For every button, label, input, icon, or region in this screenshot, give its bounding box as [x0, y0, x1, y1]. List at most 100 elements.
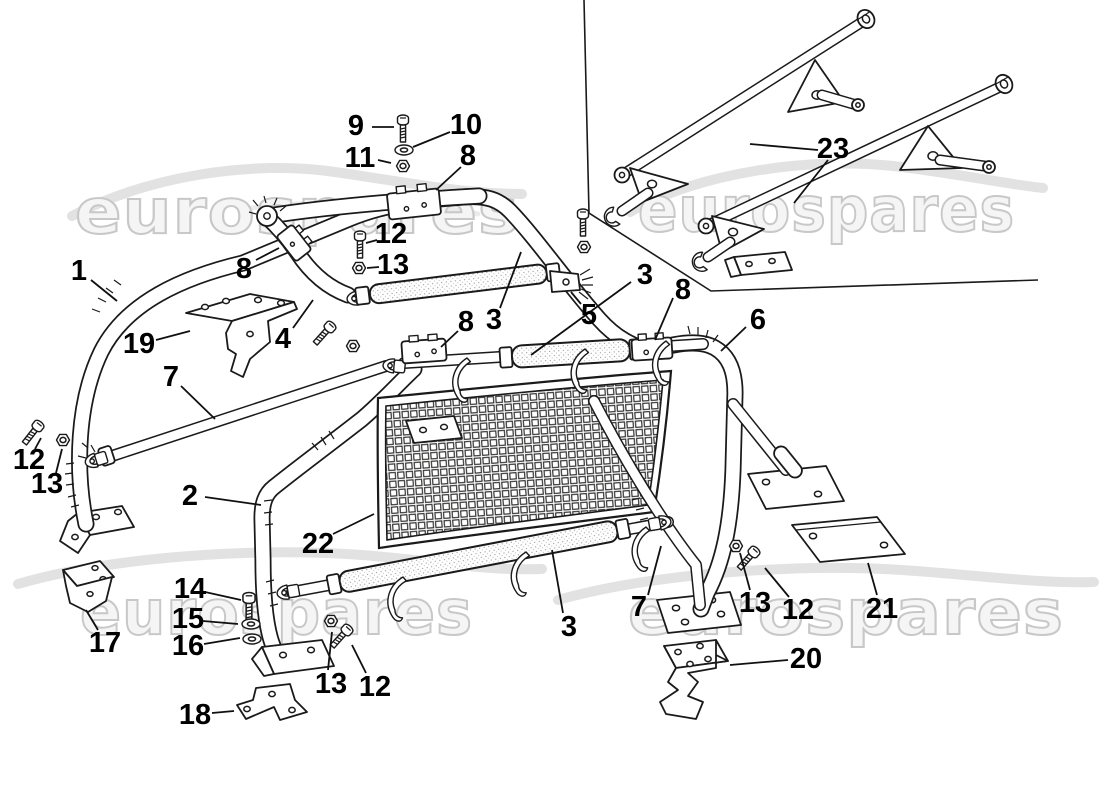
callout-12: 12	[13, 444, 45, 476]
callout-leader-lines	[34, 126, 878, 714]
watermark-bottom-right: eurospares	[553, 562, 1099, 650]
callout-5: 5	[581, 299, 597, 331]
leader-line-13	[366, 266, 380, 269]
callout-8: 8	[675, 274, 691, 306]
callout-12: 12	[359, 671, 391, 703]
tube2-foot-bracket	[251, 639, 335, 677]
callout-3: 3	[637, 259, 653, 291]
part-8-clamp-diagonal	[276, 224, 313, 262]
leader-line-7	[180, 385, 216, 420]
callout-13: 13	[315, 668, 347, 700]
leader-line-1	[90, 279, 118, 302]
part-8-clamp-center-left	[400, 333, 448, 365]
leader-line-12	[764, 567, 790, 598]
callout-3: 3	[561, 611, 577, 643]
callout-7: 7	[163, 361, 179, 393]
callout-17: 17	[89, 627, 121, 659]
callout-9: 9	[348, 110, 364, 142]
nut	[576, 240, 592, 254]
net-top-left-bracket	[405, 415, 463, 444]
net-top-right-bracket	[724, 251, 793, 278]
leader-line-7	[647, 545, 662, 596]
leader-line-13	[739, 552, 751, 591]
leader-line-8	[654, 297, 674, 341]
part-23-brace-assembly-right	[689, 70, 1017, 275]
leader-line-2	[204, 496, 262, 506]
callout-12: 12	[375, 218, 407, 250]
part-13-nut	[323, 614, 339, 628]
lower-padded-bar	[275, 513, 674, 602]
leader-line-23	[749, 143, 819, 151]
leader-line-17	[85, 609, 99, 631]
part-20-bracket	[659, 639, 729, 720]
callout-3: 3	[486, 304, 502, 336]
part-21-plate	[791, 516, 906, 563]
callout-13: 13	[377, 249, 409, 281]
part-16-washer	[242, 633, 262, 645]
callout-7: 7	[631, 591, 647, 623]
callout-14: 14	[174, 573, 206, 605]
callout-6: 6	[750, 304, 766, 336]
part-19-bracket	[185, 293, 298, 378]
leader-line-22	[332, 513, 375, 535]
center-padded-bar	[381, 332, 709, 375]
top-bar	[259, 187, 488, 225]
part-23-brace-assembly-left	[601, 5, 879, 230]
callout-10: 10	[450, 109, 482, 141]
leader-line-3	[499, 251, 522, 309]
leader-line-15	[202, 620, 239, 625]
part-8-clamp-top-bar	[386, 182, 442, 221]
leader-line-14	[204, 591, 242, 601]
callout-13: 13	[31, 468, 63, 500]
inset-divider-line	[583, 0, 1039, 292]
leader-line-6	[720, 326, 747, 352]
leader-line-10	[412, 131, 451, 148]
nut	[345, 339, 361, 353]
part-15-washer	[241, 618, 261, 630]
leader-line-13	[327, 631, 333, 671]
leader-line-12	[365, 239, 378, 244]
callout-15: 15	[172, 603, 204, 635]
leader-line-19	[155, 330, 191, 341]
part-13-nut	[728, 539, 744, 553]
leader-line-12	[34, 437, 42, 450]
leader-line-8	[435, 166, 462, 191]
leader-line-16	[203, 637, 241, 645]
callout-11: 11	[345, 142, 376, 174]
watermark-text: eurospares	[628, 576, 1064, 649]
rear-hoop-front-leg	[588, 395, 706, 611]
callout-12: 12	[782, 594, 814, 626]
callout-2: 2	[182, 480, 198, 512]
leader-line-3	[551, 549, 564, 614]
part-13-nut	[351, 261, 367, 275]
callout-1: 1	[71, 255, 87, 287]
callout-16: 16	[172, 630, 204, 662]
part-2-center-hoop-leg	[253, 360, 423, 655]
part-7-door-bar	[77, 360, 392, 471]
callout-8: 8	[236, 253, 252, 285]
part-18-bracket	[236, 683, 308, 721]
leader-line-8	[440, 330, 459, 348]
leader-line-18	[211, 710, 235, 714]
callout-21: 21	[866, 593, 898, 625]
callout-13: 13	[739, 587, 771, 619]
callout-19: 19	[123, 328, 155, 360]
watermark-top-right: eurospares	[625, 158, 1048, 247]
leader-line-3	[530, 281, 632, 356]
callout-18: 18	[179, 699, 211, 731]
weld-ticks	[64, 279, 122, 508]
leader-line-21	[867, 562, 878, 596]
part-10-washer	[394, 144, 414, 156]
leader-line-12	[351, 644, 367, 674]
callout-20: 20	[790, 643, 822, 675]
rear-diagonal-brace	[727, 398, 803, 479]
watermark-text: eurospares	[638, 173, 1015, 246]
part-5-padded-brace	[345, 262, 594, 308]
callout-8: 8	[460, 140, 476, 172]
callout-22: 22	[302, 528, 334, 560]
leader-line-11	[377, 159, 392, 164]
part-11-nut	[395, 159, 411, 173]
